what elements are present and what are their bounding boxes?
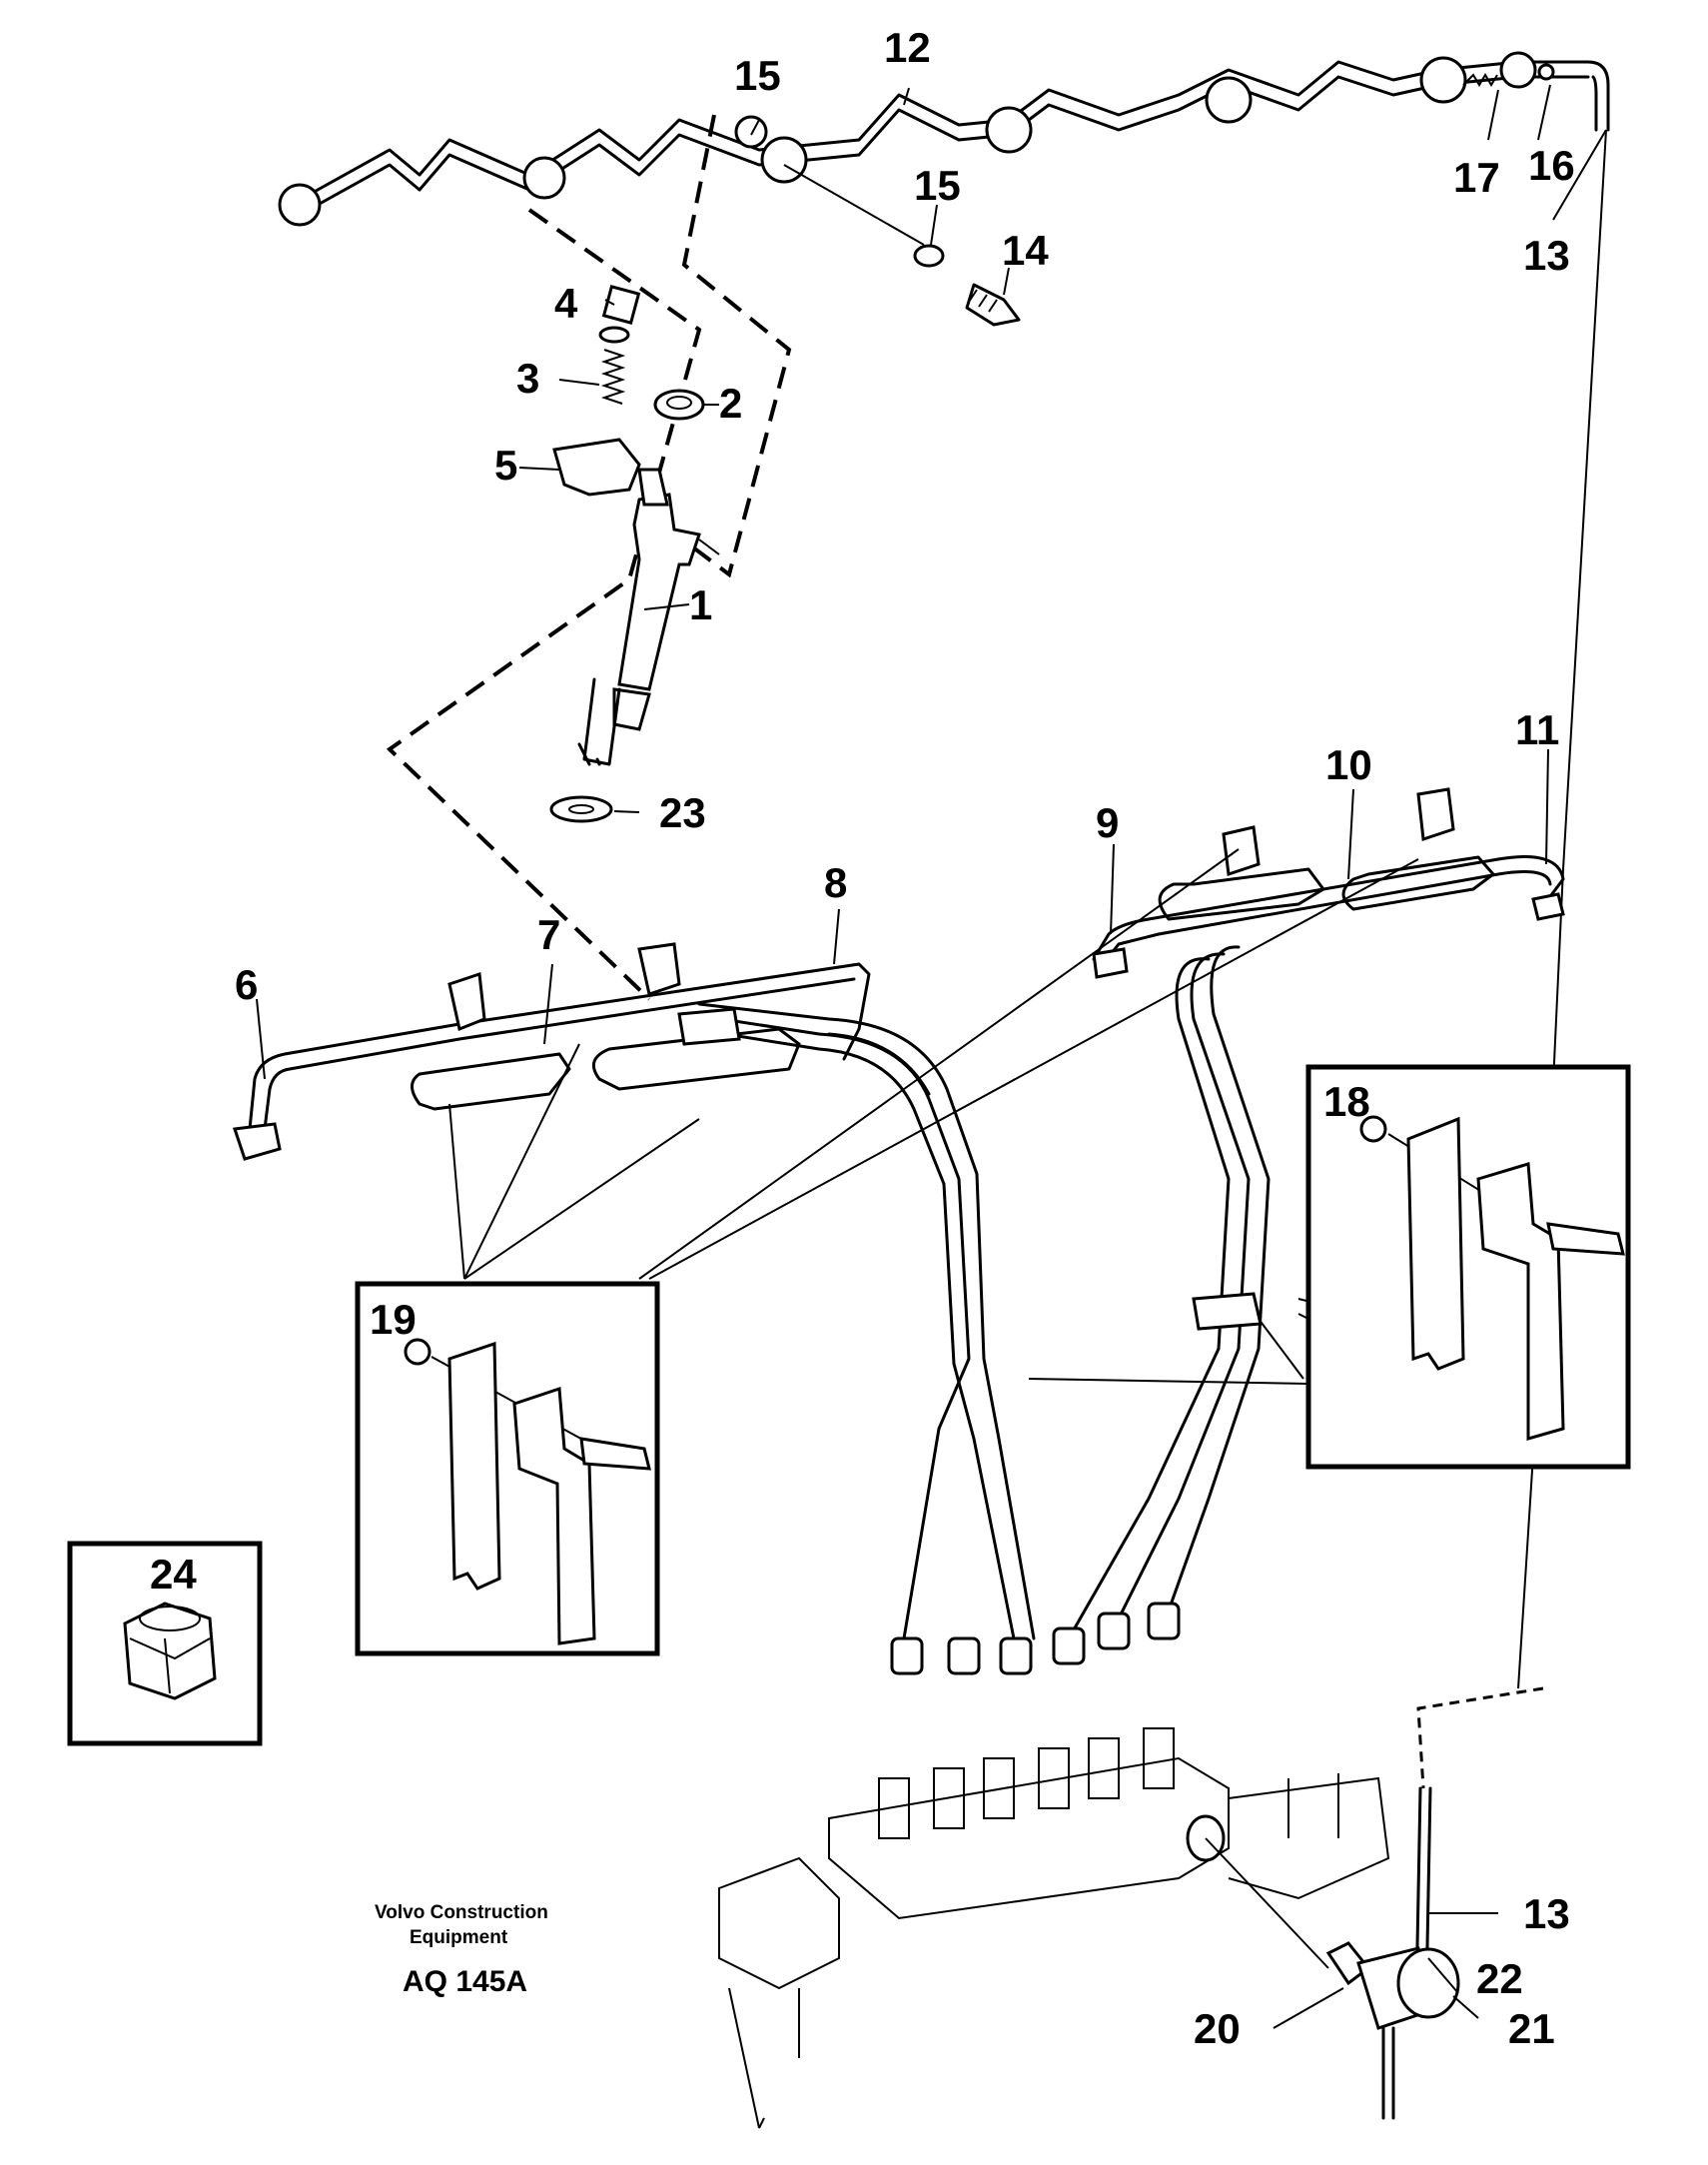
callout-6: 6 [235, 961, 258, 1008]
callout-5: 5 [494, 442, 517, 489]
callout-24: 24 [150, 1551, 197, 1598]
callout-3: 3 [516, 355, 539, 402]
callout-11: 11 [1515, 706, 1559, 753]
callout-8: 8 [824, 859, 847, 906]
return-line-dashed [1416, 1686, 1544, 1789]
callout-18: 18 [1323, 1078, 1370, 1125]
detail-box-19 [355, 1281, 660, 1656]
detail-box-18 [1305, 1064, 1631, 1470]
callout-21: 21 [1508, 2005, 1555, 2052]
bolt-14 [783, 164, 1021, 327]
callout-13-top: 13 [1523, 232, 1570, 279]
callout-15-top: 15 [734, 52, 781, 99]
caption: Volvo Construction Equipment AQ 145A [375, 1902, 548, 1998]
callout-14: 14 [1002, 227, 1049, 274]
caption-line-2: Equipment [410, 1927, 508, 1948]
callout-12: 12 [884, 24, 931, 71]
callout-16: 16 [1528, 142, 1575, 189]
pointer-lines [448, 848, 1419, 1385]
callout-17: 17 [1453, 154, 1500, 201]
callout-9: 9 [1096, 799, 1119, 846]
callout-23: 23 [659, 789, 706, 836]
return-pipe-12 [278, 51, 1610, 227]
pipe-nuts [890, 1602, 1181, 1675]
callout-13-bottom: 13 [1523, 1890, 1570, 1937]
delivery-pipes-left [232, 942, 1036, 1640]
callout-20: 20 [1194, 2005, 1241, 2052]
caption-code: AQ 145A [403, 1965, 527, 1998]
delivery-pipes-right [1067, 787, 1565, 1640]
callout-1: 1 [689, 581, 712, 628]
callout-7: 7 [537, 911, 560, 958]
callout-10: 10 [1325, 741, 1372, 788]
leader-lines [256, 84, 1607, 2029]
callout-22: 22 [1476, 1955, 1523, 2002]
callout-4: 4 [554, 280, 578, 327]
injection-pump [718, 1727, 1390, 2129]
detail-box-24 [67, 1541, 263, 1746]
callout-labels: 1 2 3 4 5 6 7 8 9 10 11 12 13 13 14 15 1… [150, 24, 1575, 2052]
callout-15-mid: 15 [914, 162, 961, 209]
caption-line-1: Volvo Construction [375, 1902, 548, 1923]
callout-19: 19 [370, 1296, 417, 1343]
injector-assembly [386, 114, 792, 1001]
callout-2: 2 [719, 380, 742, 427]
overflow-valve [1325, 1941, 1460, 2120]
